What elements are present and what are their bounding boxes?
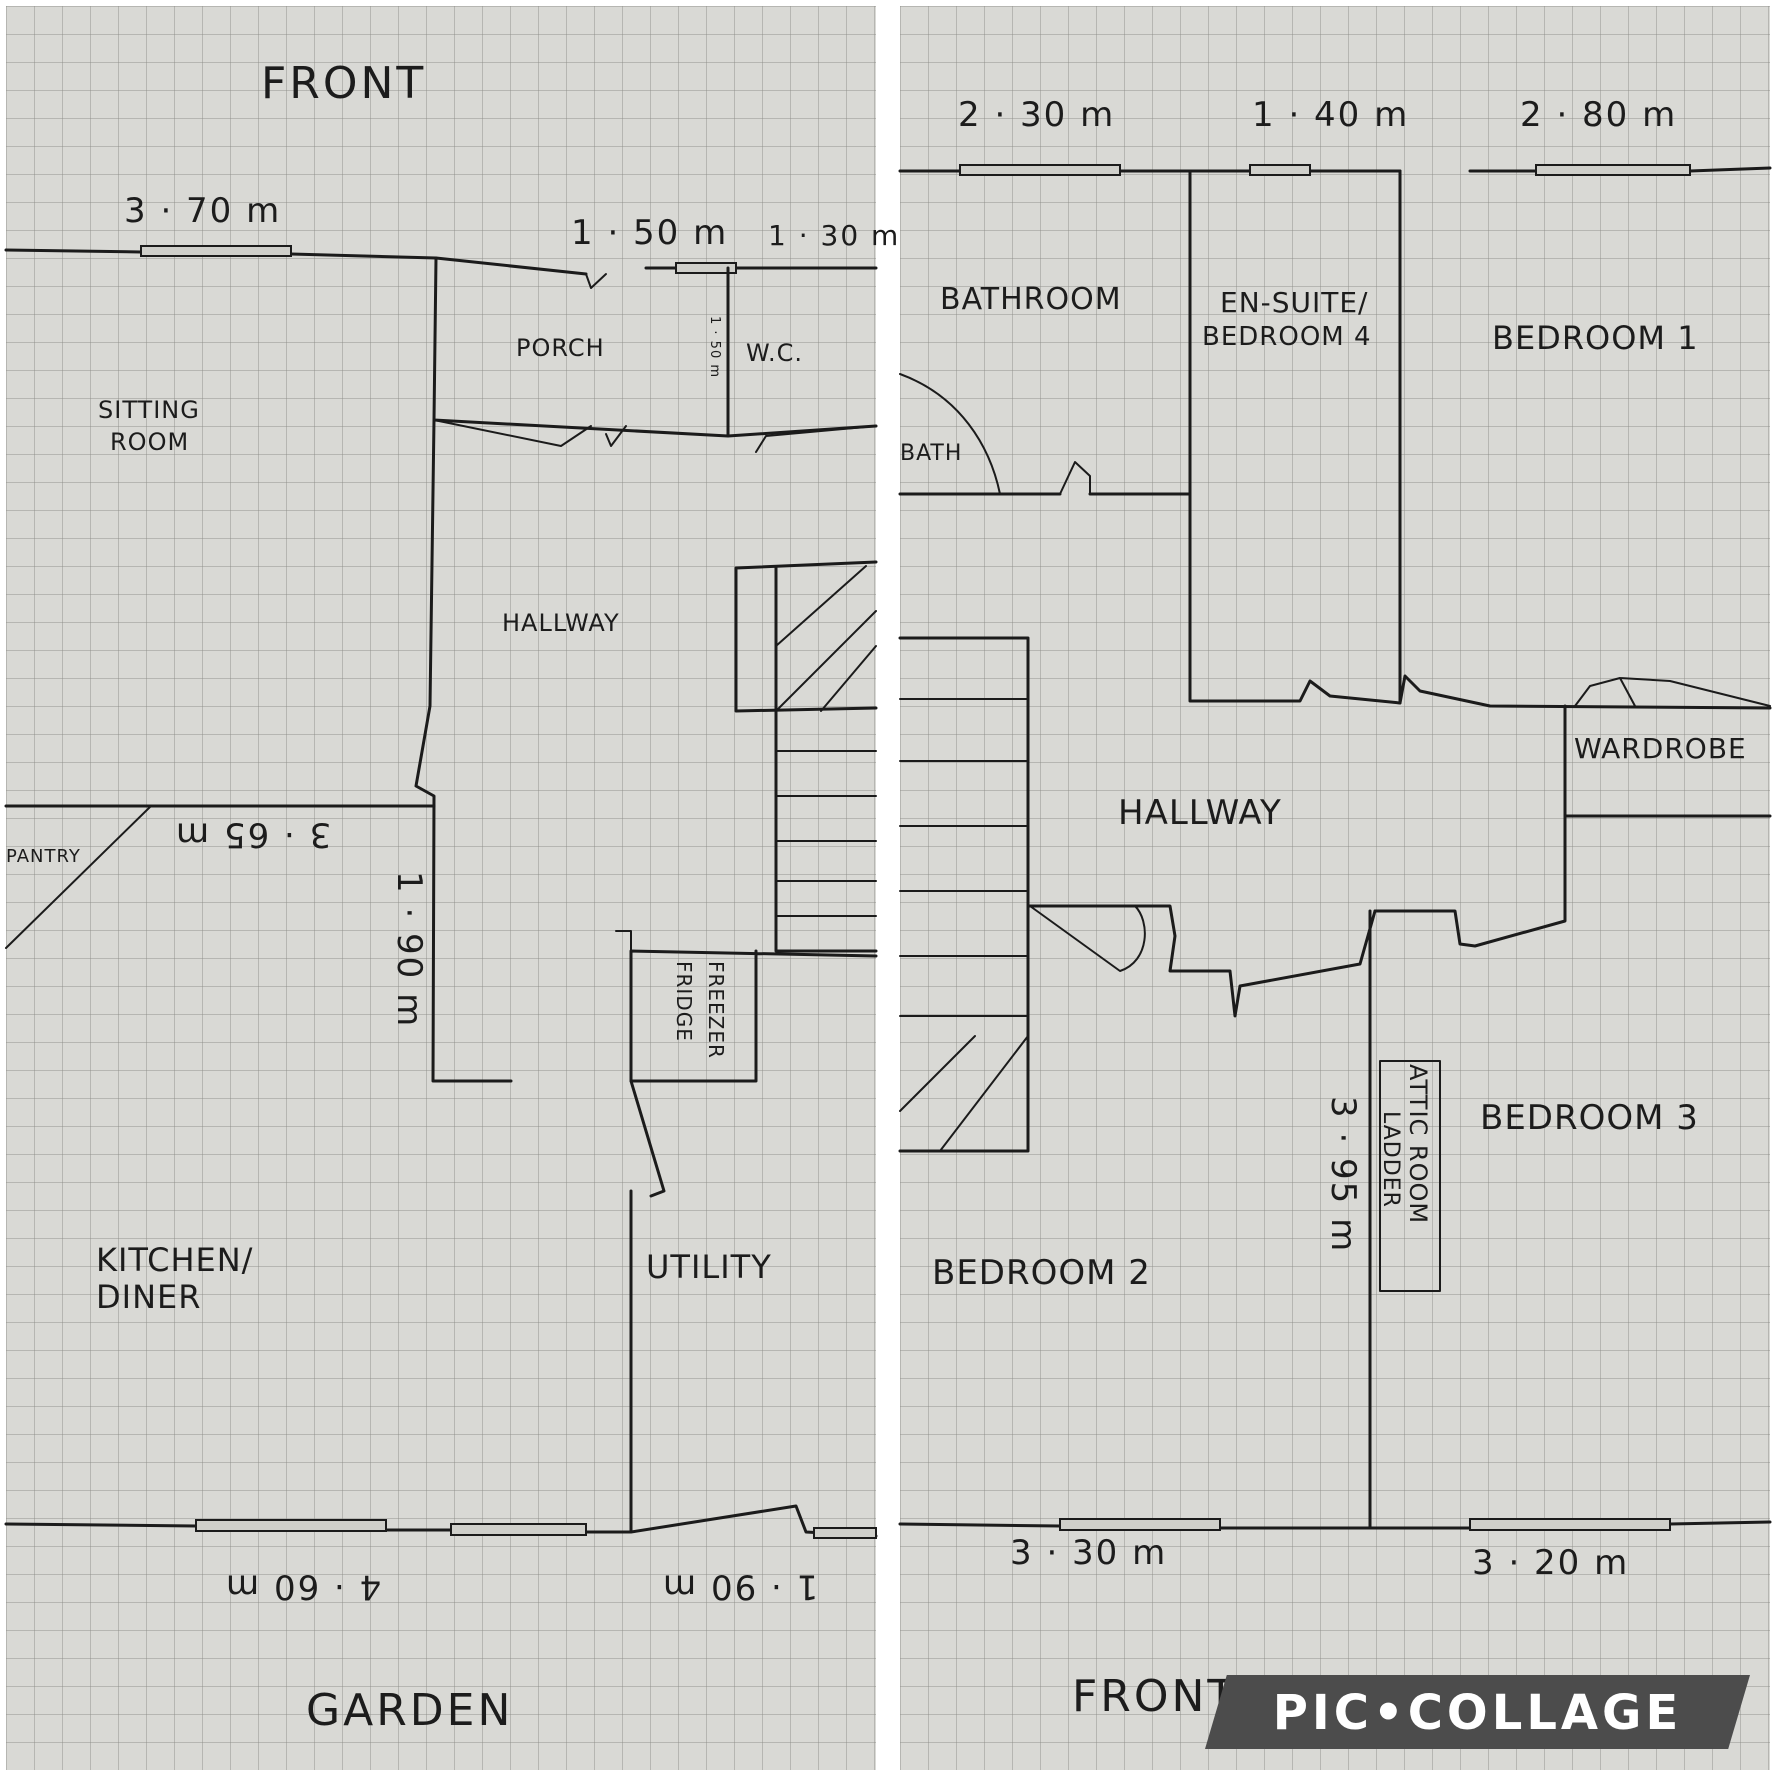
- dim-utility-width: 1 · 90 m: [661, 1566, 819, 1607]
- dim-bedroom-depth: 3 · 95 m: [1323, 1096, 1363, 1254]
- bedroom2-window: [1059, 1518, 1221, 1531]
- fridge-label-1: FRIDGE: [672, 961, 696, 1042]
- pantry-label: PANTRY: [6, 846, 81, 867]
- ground-top-label: FRONT: [261, 58, 427, 109]
- utility-window: [813, 1527, 877, 1539]
- attic-label-1: ATTIC ROOM: [1404, 1064, 1432, 1225]
- first-floor-walls: [898, 164, 1772, 1531]
- pantry-diagonal: [5, 805, 152, 949]
- bathroom-window: [959, 164, 1121, 176]
- stair-treads-first: [899, 698, 1029, 1017]
- rear-wall: [4, 1504, 878, 1538]
- ensuite-label-2: BEDROOM 4: [1202, 322, 1372, 352]
- front-wall-first: [898, 1520, 1772, 1530]
- dim-bedroom3-width: 3 · 20 m: [1472, 1543, 1630, 1583]
- first-bottom-label: FRONT: [1072, 1671, 1238, 1722]
- bathroom-label: BATHROOM: [940, 282, 1122, 317]
- fridge-freezer-alcove: [629, 949, 878, 1083]
- dim-bedroom2-width: 3 · 30 m: [1010, 1533, 1168, 1573]
- fridge-label-2: FREEZER: [704, 961, 728, 1059]
- wardrobe-label: WARDROBE: [1574, 732, 1747, 765]
- sitting-room-label-1: SITTING: [98, 396, 200, 424]
- stair-upper: [734, 560, 878, 713]
- sitting-room-label-2: ROOM: [110, 428, 190, 456]
- dim-wc-width: 1 · 30 m: [768, 219, 901, 252]
- ground-floor-walls: [4, 245, 878, 1539]
- pic-collage-watermark: PIC•COLLAGE: [1205, 1675, 1750, 1749]
- dim-ensuite-width: 1 · 40 m: [1252, 95, 1410, 135]
- ensuite-label-1: EN-SUITE/: [1220, 286, 1369, 319]
- bath-curve: [899, 373, 1001, 495]
- porch-label: PORCH: [516, 334, 605, 362]
- attic-ladder-box: [1379, 1060, 1441, 1292]
- front-wall: [4, 248, 878, 276]
- dim-bedroom1-width: 2 · 80 m: [1520, 95, 1678, 135]
- ensuite-walls: [1188, 169, 1402, 705]
- rear-wall-first: [898, 166, 1772, 173]
- stair-diagonals-first: [899, 1035, 1029, 1152]
- watermark-text: PIC•COLLAGE: [1272, 1685, 1683, 1741]
- wc-label: W.C.: [746, 339, 803, 367]
- dim-pantry-wall: 3 · 65 m: [174, 814, 332, 855]
- wardrobe-doors: [1574, 677, 1771, 707]
- bedroom1-window: [1535, 164, 1691, 176]
- bedroom3-door-wall: [1373, 814, 1567, 948]
- ground-floor-plan: FRONT 3 · 70 m 1 · 50 m 1 · 30 m SITTING…: [4, 6, 898, 1770]
- utility-wall: [629, 1079, 666, 1533]
- stair-treads: [775, 750, 877, 917]
- dim-hall-side: 1 · 90 m: [389, 871, 429, 1029]
- landing-wall: [1026, 904, 1377, 1018]
- wc-window: [675, 262, 737, 274]
- stairwell: [898, 636, 1030, 1153]
- ground-bottom-label: GARDEN: [306, 1685, 514, 1736]
- bedroom3-window: [1469, 1518, 1671, 1531]
- dim-kitchen-width: 4 · 60 m: [224, 1566, 382, 1607]
- dim-porch-width: 1 · 50 m: [571, 213, 729, 253]
- porch-doors: [433, 419, 877, 453]
- hall-door-stub: [615, 930, 632, 952]
- attic-label-2: LADDER: [1378, 1111, 1403, 1208]
- bedroom1-wall: [1398, 674, 1772, 710]
- bath-label: BATH: [900, 441, 963, 466]
- sitting-room-window: [140, 245, 292, 257]
- bedroom3-label: BEDROOM 3: [1480, 1098, 1699, 1138]
- kitchen-label-1: KITCHEN/: [96, 1241, 254, 1279]
- stair-lower: [774, 709, 878, 953]
- bedroom1-label: BEDROOM 1: [1492, 319, 1699, 357]
- bathroom-door: [1059, 461, 1091, 495]
- bedroom2-label: BEDROOM 2: [932, 1253, 1151, 1293]
- stair-winders: [775, 565, 877, 712]
- hallway-first-label: HALLWAY: [1118, 793, 1282, 833]
- dim-bathroom-width: 2 · 30 m: [958, 95, 1116, 135]
- dim-sitting-window: 3 · 70 m: [124, 191, 282, 231]
- kitchen-door-window: [450, 1523, 587, 1536]
- dim-wc-depth: 1 · 50 m: [707, 316, 722, 379]
- porch-wc-walls: [432, 256, 878, 438]
- ensuite-window: [1249, 164, 1311, 176]
- utility-label: UTILITY: [646, 1248, 772, 1286]
- kitchen-label-2: DINER: [96, 1278, 202, 1316]
- bedroom2-door: [1029, 905, 1146, 972]
- kitchen-window: [195, 1519, 387, 1532]
- porch-front-door: [585, 273, 607, 289]
- first-floor-plan: 2 · 30 m 1 · 40 m 2 · 80 m BATHROOM EN-S…: [898, 6, 1772, 1770]
- hallway-label: HALLWAY: [502, 609, 620, 637]
- hallway-west-wall: [414, 418, 513, 1083]
